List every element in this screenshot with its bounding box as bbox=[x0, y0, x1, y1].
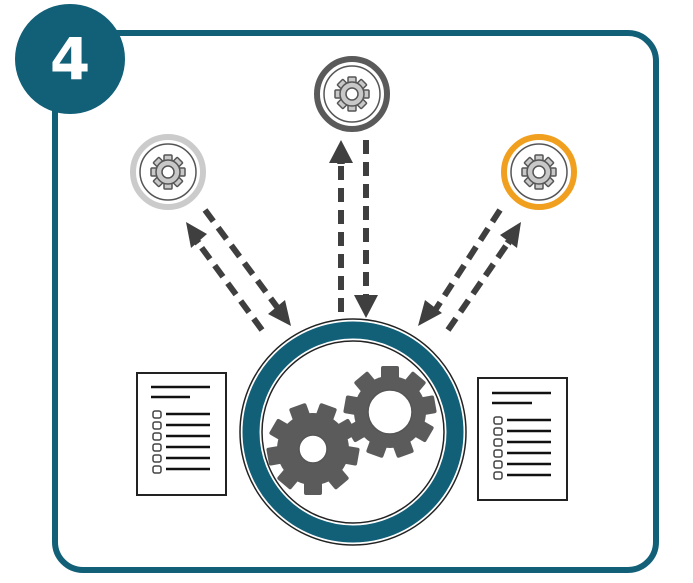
satellite-gear-top bbox=[314, 56, 390, 132]
satellite-gear-left bbox=[130, 134, 206, 210]
arrowhead-top-down bbox=[354, 295, 378, 318]
arrowhead-left-in bbox=[268, 300, 291, 326]
gear-icon bbox=[150, 154, 186, 190]
gear-icon bbox=[521, 154, 557, 190]
arrow-out-right bbox=[445, 236, 513, 332]
double-gear-icon bbox=[253, 366, 437, 509]
gear-icon bbox=[334, 76, 370, 112]
satellite-gear-right bbox=[501, 134, 577, 210]
arrowhead-left-out bbox=[186, 222, 207, 248]
central-hub bbox=[239, 318, 467, 546]
step-number: 4 bbox=[50, 25, 90, 93]
step-badge: 4 bbox=[15, 4, 125, 114]
arrowhead-right-out bbox=[500, 222, 521, 248]
checklist-document-right bbox=[477, 377, 568, 501]
arrowhead-top-up bbox=[329, 140, 353, 163]
checklist-document-left bbox=[136, 372, 227, 496]
arrow-out-left bbox=[193, 236, 265, 332]
arrowhead-right-in bbox=[418, 300, 442, 326]
